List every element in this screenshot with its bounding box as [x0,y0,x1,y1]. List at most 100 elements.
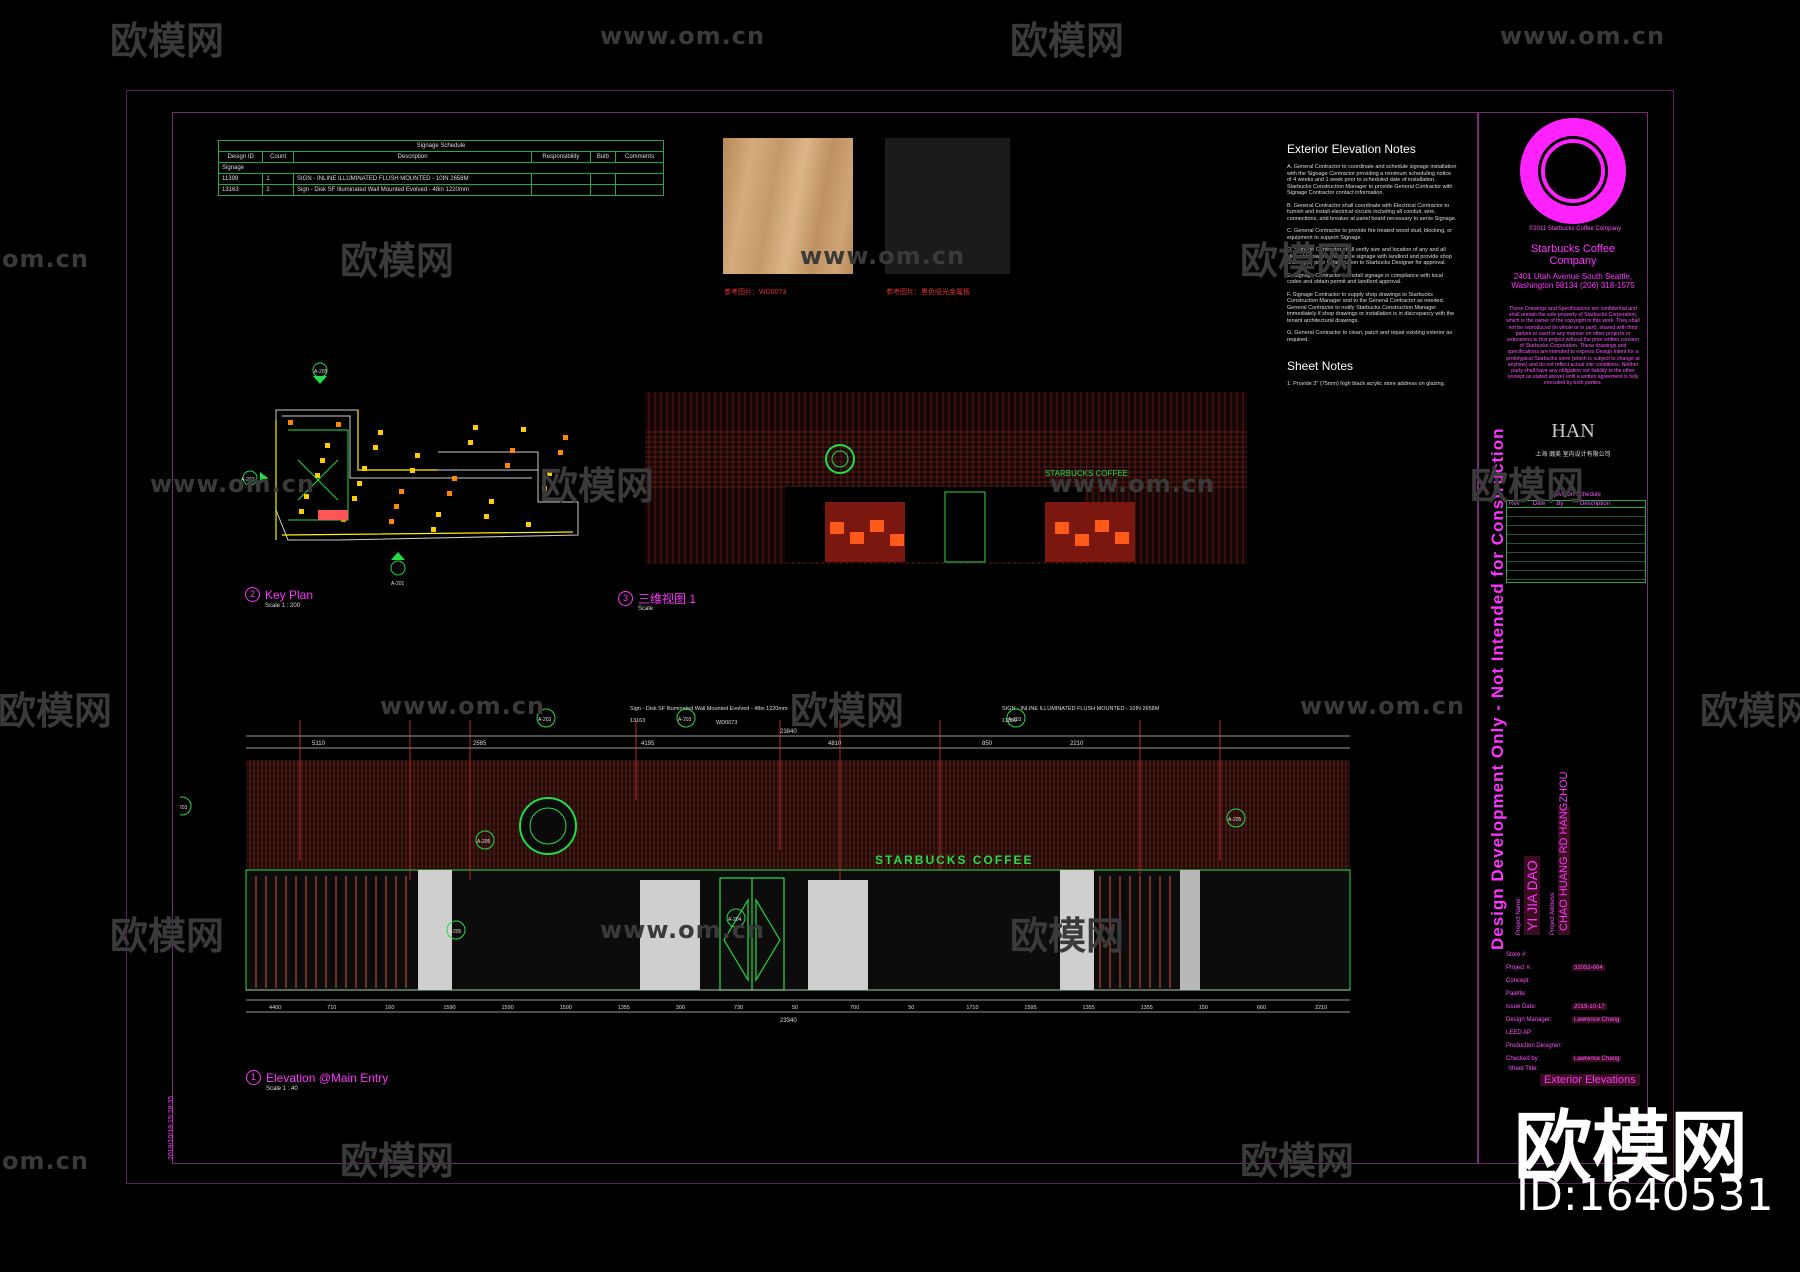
title-block-field: Concept: [1506,974,1646,987]
field-label: Project #: [1506,964,1532,971]
furniture-mark [563,435,568,440]
revision-header-0: Rev [1509,501,1520,507]
key-plan-furniture [288,420,568,532]
field-value: Lawrence Chang [1572,1055,1622,1062]
revision-title: Revision Schedule [1551,492,1601,498]
section-marker: A-205 [446,920,466,940]
design-development-banner: Design Development Only - Not Intended f… [1488,427,1507,950]
dimension-label: 660 [1257,1005,1266,1011]
schedule-cell-id: 13163 [217,184,264,196]
furniture-mark [521,427,526,432]
company-address: 2401 Utah Avenue South Seattle, Washingt… [1511,272,1635,290]
elevation-sign-callout-left: Sign - Disk SF Illuminated Wall Mounted … [630,706,788,712]
svg-text:A-203: A-203 [180,805,188,811]
revision-header-3: Description [1580,501,1611,507]
furniture-mark [394,504,399,509]
company-name: Starbucks Coffee Company [1530,243,1616,267]
key-plan-title: Key Plan [265,587,314,602]
exterior-notes-title: Exterior Elevation Notes [1287,142,1416,156]
sheet-notes-title: Sheet Notes [1287,359,1354,373]
dimension-label: 150 [1199,1005,1208,1011]
overall-top-dim: 23840 [780,729,797,735]
furniture-mark [484,514,489,519]
three-d-scale: Scale [638,606,654,612]
section-marker: A-203 [180,796,192,816]
sheet-title-label: Sheet Title: [1508,1066,1539,1072]
field-label: Store #: [1506,951,1528,958]
kp-tag-bottom: A-201 [391,581,405,587]
dimension-label: 2210 [1315,1005,1327,1011]
field-label: LEED AP: [1506,1029,1533,1036]
elevation-wordmark: STARBUCKS COFFEE [875,853,1033,867]
furniture-mark [542,486,547,491]
id-watermark: ID:1640531 [1516,1170,1774,1221]
furniture-mark [436,512,441,517]
svg-text:A-203: A-203 [1008,717,1022,723]
furniture-mark [447,491,452,496]
material-swatch-metal [885,138,1010,274]
brand-watermark: 欧模网 [110,19,225,63]
svg-text:A-205: A-205 [477,839,491,845]
exterior-notes-list: A. General Contractor to coordinate and … [1287,164,1457,343]
three-d-chairs [830,520,1129,546]
section-marker: A-205 [1226,808,1246,828]
furniture-mark [320,458,325,463]
elevation-material-tag: WD0073 [716,720,737,726]
schedule-header-5: Comments [615,151,664,163]
sheet-title: Exterior Elevations [1540,1074,1640,1086]
dimension-label: 1710 [966,1005,978,1011]
dimension-label: 1355 [1141,1005,1153,1011]
title-block-frame [1478,112,1648,1164]
furniture-mark [399,489,404,494]
furniture-mark [362,466,367,471]
exterior-elevation-notes: Exterior Elevation Notes A. General Cont… [1287,142,1457,394]
field-label: Production Designer: [1506,1042,1563,1049]
field-label: Design Manager: [1506,1016,1552,1023]
furniture-mark [299,509,304,514]
brand-watermark: 欧模网 [1010,19,1125,63]
furniture-mark [558,450,563,455]
sheet-note-item: 1. Provide 3" (75mm) high black acrylic … [1287,381,1446,387]
svg-text:A-204: A-204 [728,917,742,923]
project-name-label: Project Name: [1516,896,1522,935]
schedule-cell-bulb [589,184,617,196]
svg-text:A-205: A-205 [1228,817,1242,823]
material-caption-metal: 参考图片：黑色哑光金属板 [886,289,970,296]
dimension-label: 1355 [618,1005,630,1011]
project-name: YI JIA DAO [1524,856,1540,935]
section-marker: A-203 [536,708,556,728]
kp-tag-left: A-203 [241,477,255,483]
furniture-mark [505,463,510,468]
dimension-label: 1355 [1083,1005,1095,1011]
chair-mark [1115,532,1129,544]
starbucks-logo [1520,118,1626,224]
furniture-mark [431,527,436,532]
dimension-label: 1590 [501,1005,513,1011]
exterior-note-item: F. Signage Contractor to supply shop dra… [1287,291,1455,324]
furniture-mark [489,499,494,504]
elevation-title: Elevation @Main Entry [266,1070,389,1085]
svg-text:A-203: A-203 [538,717,552,723]
outer-frame [126,90,1674,1184]
chair-mark [890,534,904,546]
section-marker: A-203 [676,708,696,728]
schedule-cell-resp [531,173,591,185]
project-address-label: Project Address: [1550,891,1556,935]
elevation-scale: Scale 1 : 40 [266,1086,298,1092]
furniture-mark [288,420,293,425]
url-watermark: om.cn [2,245,89,273]
revision-grid [1506,508,1646,583]
field-label: Concept: [1506,977,1531,984]
schedule-header-2: Description [292,151,533,163]
elevation-number: 1 [246,1070,261,1085]
schedule-cell-id: 11399 [217,173,264,185]
exterior-note-item: C. General Contractor to provide fire tr… [1287,228,1453,241]
furniture-mark [304,494,309,499]
url-watermark: www.om.cn [1500,22,1666,50]
title-block-field: Issue Date:2019-10-17 [1506,1000,1646,1013]
